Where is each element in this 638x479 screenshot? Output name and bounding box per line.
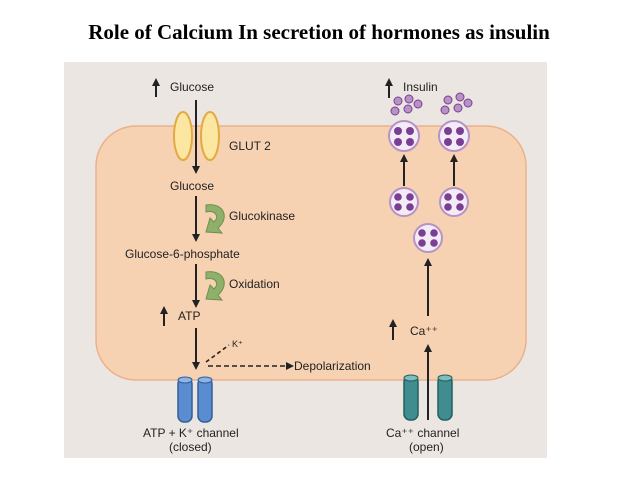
calcium-channel-icon bbox=[403, 374, 453, 421]
insulin-vesicle-lower bbox=[413, 223, 443, 253]
glucokinase-label: Glucokinase bbox=[229, 209, 295, 223]
beta-cell-body bbox=[95, 125, 527, 381]
oxidation-label: Oxidation bbox=[229, 277, 280, 291]
calcium-label: Ca⁺⁺ bbox=[410, 324, 438, 338]
slide-title: Role of Calcium In secretion of hormones… bbox=[88, 20, 550, 44]
k-plus-label: K⁺ bbox=[232, 339, 243, 349]
atp-channel-state: (closed) bbox=[169, 440, 212, 454]
calcium-channel-state: (open) bbox=[409, 440, 444, 454]
glut2-label: GLUT 2 bbox=[229, 139, 271, 153]
atp-channel-label: ATP + K⁺ channel bbox=[143, 426, 239, 440]
calcium-channel-label: Ca⁺⁺ channel bbox=[386, 426, 459, 440]
g6p-label: Glucose-6-phosphate bbox=[125, 247, 240, 261]
glucose-outside-label: Glucose bbox=[170, 80, 214, 94]
glucokinase-enzyme-icon bbox=[205, 204, 225, 234]
insulin-label: Insulin bbox=[403, 80, 438, 94]
insulin-vesicles-middle bbox=[389, 187, 469, 217]
atp-k-channel-icon bbox=[177, 376, 213, 423]
glucose-inside-label: Glucose bbox=[170, 179, 214, 193]
released-insulin-granules bbox=[390, 92, 473, 116]
insulin-vesicles-fusing bbox=[388, 120, 470, 152]
k-efflux-dashed bbox=[205, 344, 230, 363]
atp-label: ATP bbox=[178, 309, 200, 323]
oxidation-enzyme-icon bbox=[205, 271, 225, 301]
glut2-transporter bbox=[173, 111, 220, 161]
depolarization-label: Depolarization bbox=[294, 359, 371, 373]
